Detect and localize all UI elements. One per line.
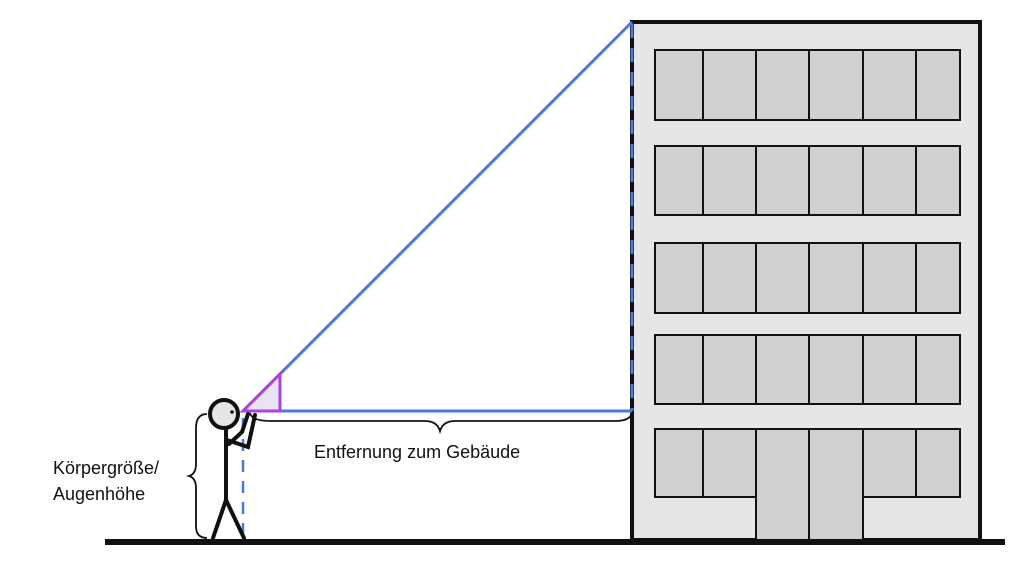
window <box>915 334 961 405</box>
door <box>808 428 864 541</box>
distance-label: Entfernung zum Gebäude <box>314 442 521 462</box>
door <box>755 428 810 541</box>
distance-brace <box>249 412 633 435</box>
building <box>630 20 982 542</box>
window <box>702 242 757 314</box>
sight-line <box>241 20 634 413</box>
window <box>702 334 757 405</box>
angle-triangle <box>239 370 282 413</box>
window <box>755 145 810 216</box>
window <box>702 49 757 121</box>
window <box>755 334 810 405</box>
window <box>808 242 864 314</box>
window <box>808 49 864 121</box>
window <box>862 334 917 405</box>
window <box>654 334 704 405</box>
window <box>808 145 864 216</box>
window <box>755 242 810 314</box>
window <box>654 242 704 314</box>
stick-figure <box>208 398 257 540</box>
window <box>862 428 917 498</box>
window <box>915 242 961 314</box>
window <box>702 145 757 216</box>
window <box>808 334 864 405</box>
window <box>755 49 810 121</box>
window <box>654 145 704 216</box>
window <box>654 428 704 498</box>
height-brace <box>185 413 208 539</box>
height-label-line2: Augenhöhe <box>53 484 146 504</box>
window <box>915 428 961 498</box>
window <box>702 428 757 498</box>
window <box>915 49 961 121</box>
window <box>862 242 917 314</box>
window <box>862 49 917 121</box>
height-label-line1: Körpergröße/ <box>53 458 160 478</box>
window <box>654 49 704 121</box>
window <box>915 145 961 216</box>
window <box>862 145 917 216</box>
